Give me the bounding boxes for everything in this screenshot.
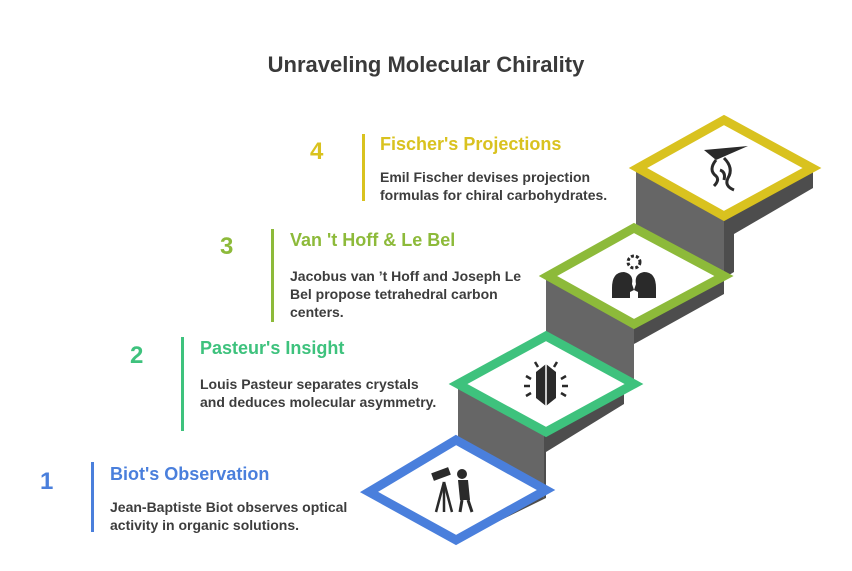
step-4-platform bbox=[628, 114, 822, 222]
step-3-heading: Van 't Hoff & Le Bel bbox=[290, 230, 456, 250]
step-4-heading: Fischer's Projections bbox=[380, 134, 562, 154]
step-2-heading: Pasteur's Insight bbox=[200, 338, 345, 358]
step-1-description: Jean-Baptiste Biot observes optical acti… bbox=[110, 499, 348, 533]
step-2-description: Louis Pasteur separates crystals and ded… bbox=[200, 376, 437, 410]
step-1-accent-bar bbox=[91, 462, 94, 532]
stair-riser-4 bbox=[636, 166, 724, 278]
collaboration-heads-icon bbox=[612, 254, 656, 298]
step-4-description: Emil Fischer devises projection formulas… bbox=[380, 169, 608, 203]
step-1-heading: Biot's Observation bbox=[110, 464, 270, 484]
step-1-number: 1 bbox=[40, 468, 54, 495]
telescope-observer-icon bbox=[431, 467, 474, 513]
crystal-icon bbox=[524, 361, 568, 406]
step-3-accent-bar bbox=[271, 229, 274, 322]
step-4-number: 4 bbox=[310, 138, 324, 165]
hang-glider-icon bbox=[704, 146, 748, 192]
step-4-accent-bar bbox=[362, 134, 365, 201]
step-2-number: 2 bbox=[130, 342, 144, 369]
step-3-platform bbox=[538, 222, 734, 330]
diagram-title: Unraveling Molecular Chirality bbox=[267, 52, 585, 77]
step-1-platform bbox=[359, 434, 556, 546]
stair-riser-3 bbox=[546, 278, 634, 382]
step-3-description: Jacobus van ’t Hoff and Joseph Le Bel pr… bbox=[290, 268, 522, 320]
step-2-accent-bar bbox=[181, 337, 184, 431]
stair-riser-2 bbox=[458, 388, 544, 498]
step-3-number: 3 bbox=[220, 233, 234, 260]
